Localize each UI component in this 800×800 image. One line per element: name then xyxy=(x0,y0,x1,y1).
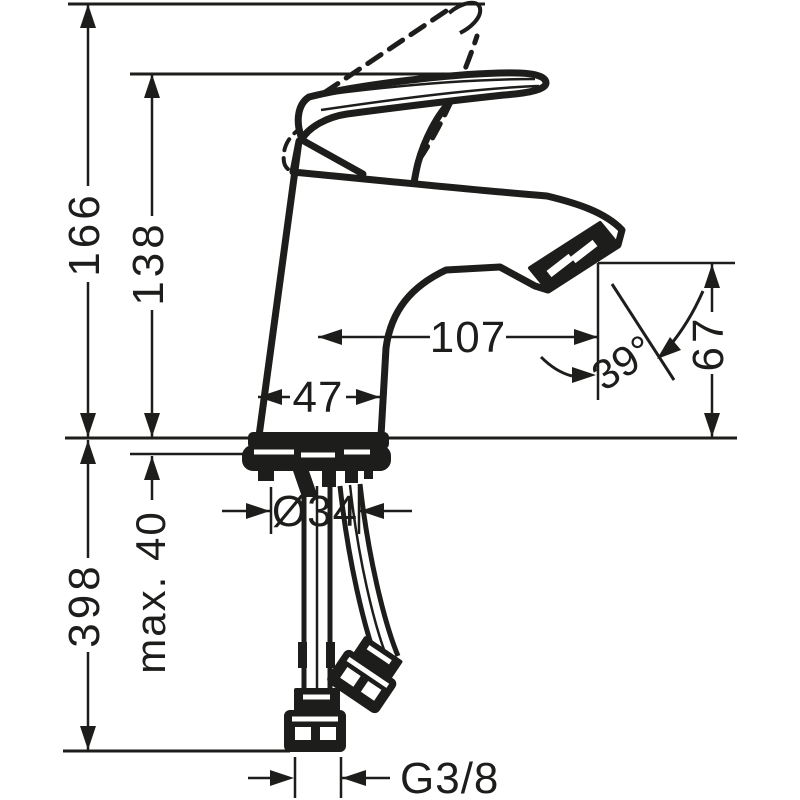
dim-thread-label: G3/8 xyxy=(400,754,499,800)
dim398-arrow-up xyxy=(80,440,96,464)
hose2-connector-slot-a xyxy=(340,667,361,687)
hose2-connector xyxy=(327,649,397,714)
hose2-wall-right xyxy=(357,483,401,657)
angle-leader-right-arrow xyxy=(657,337,681,359)
raised-lever-tip xyxy=(447,0,483,35)
dim-hose-length-label: 398 xyxy=(60,562,109,647)
dim-body-width-label: 47 xyxy=(293,373,344,422)
dim138-arrow-up xyxy=(144,74,160,98)
dim-spout-reach: 107 xyxy=(318,313,598,362)
stud-3 xyxy=(322,468,336,487)
reference-lines xyxy=(63,2,737,798)
dim-handle-height: 138 xyxy=(124,74,173,437)
dim107-arrow-right xyxy=(574,329,598,345)
lever-detail-line-2 xyxy=(320,84,540,112)
hose1-collar-right xyxy=(326,642,335,668)
angle-leader-left-tail xyxy=(539,355,573,378)
hose-angled xyxy=(327,483,403,714)
dim-max-mount-thickness-label: max. 40 xyxy=(127,510,174,673)
dim-shank-diameter-label: Ø34 xyxy=(272,487,358,536)
dim-max-mount-thickness: max. 40 xyxy=(127,456,174,674)
hose1-connector-slot-b xyxy=(320,727,336,740)
dim34-arrow-left xyxy=(246,503,270,519)
handle-neck xyxy=(410,96,456,187)
hose-straight xyxy=(284,486,346,752)
hose2-connector-slot-b xyxy=(360,680,382,701)
spout-angle-reference-line xyxy=(610,283,676,381)
dim-spout-angle: 39° xyxy=(539,290,705,400)
dim-overall-height-label: 166 xyxy=(60,191,109,276)
dim398-arrow-down xyxy=(80,726,96,750)
hose1-collar-left xyxy=(298,642,307,668)
dim47-arrow-left xyxy=(258,389,282,405)
dim34-arrow-right xyxy=(360,503,384,519)
dim67-arrow-up xyxy=(704,264,720,288)
dim-body-width: 47 xyxy=(258,373,380,422)
faucet xyxy=(242,69,626,497)
dim-overall-height: 166 xyxy=(60,4,109,437)
angle-leader-left-arrow xyxy=(572,367,596,383)
stud-4 xyxy=(345,468,358,483)
flange-highlight-slots xyxy=(254,449,370,458)
handle-body-joint xyxy=(298,136,367,178)
faucet-body xyxy=(255,137,626,440)
dim138-arrow-down xyxy=(144,413,160,437)
dim-spout-reach-label: 107 xyxy=(430,313,506,362)
supply-hoses xyxy=(284,483,403,752)
dim-shank-diameter: Ø34 xyxy=(222,487,412,536)
dim-spout-height: 67 xyxy=(684,264,733,437)
dimG38-arrow-right xyxy=(342,770,366,786)
dimG38-arrow-left xyxy=(270,770,294,786)
dim107-arrow-left xyxy=(318,329,342,345)
dim-thread: G3/8 xyxy=(248,754,499,800)
dim-spout-height-label: 67 xyxy=(684,315,733,372)
stud-2 xyxy=(292,468,318,497)
mounting-studs xyxy=(258,468,373,497)
dim67-arrow-down xyxy=(704,413,720,437)
stud-1 xyxy=(258,468,274,481)
dim166-arrow-up xyxy=(80,4,96,28)
raised-dome-edge xyxy=(281,124,306,175)
dim-handle-height-label: 138 xyxy=(124,220,173,305)
hose2-connector-group xyxy=(327,636,403,714)
hose1-nut xyxy=(294,688,340,714)
dim47-arrow-right xyxy=(356,389,380,405)
dim166-arrow-down xyxy=(80,413,96,437)
dim-hose-length: 398 xyxy=(60,440,109,750)
hose2-connector-slits xyxy=(346,645,392,688)
aerator-highlight-slashes xyxy=(546,239,598,278)
hose1-connector-slits xyxy=(292,694,338,722)
hose2-inner-line xyxy=(348,484,390,661)
stud-5 xyxy=(364,468,373,479)
lever-detail-line-1 xyxy=(314,77,536,98)
dimMax40-arrow-up xyxy=(144,456,160,480)
hose1-connector-slot-a xyxy=(295,727,311,740)
